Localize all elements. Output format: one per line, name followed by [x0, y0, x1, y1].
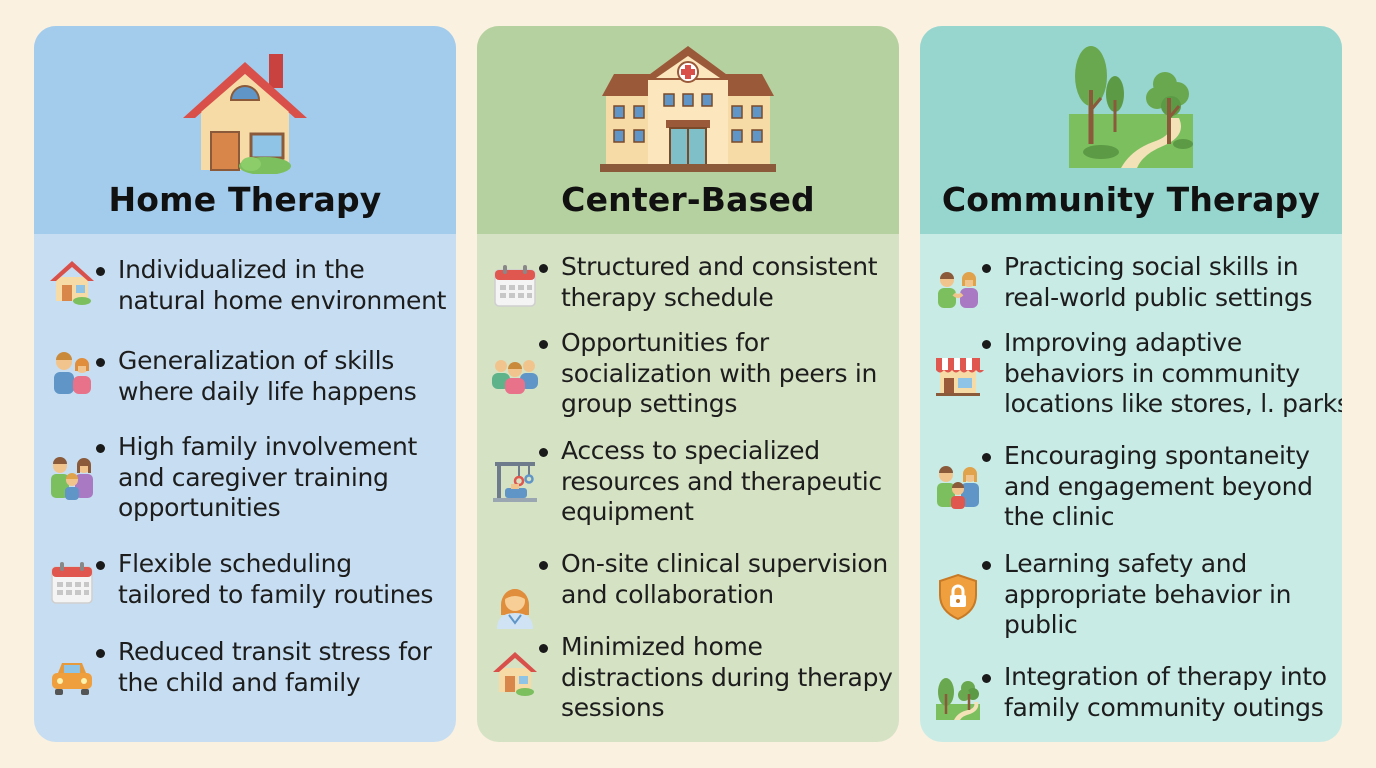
- item-line: behaviors in community: [1004, 358, 1300, 388]
- center-based-panel: Center-Based Structured and consistent t…: [477, 26, 899, 742]
- item-text: Minimized home distractions during thera…: [561, 632, 895, 724]
- item-line: Reduced transit stress for: [118, 637, 432, 666]
- panel-title: Center-Based: [561, 180, 815, 219]
- item-line: where daily life happens: [118, 376, 417, 406]
- calendar-icon: [51, 562, 93, 604]
- item-line: Access to specialized: [561, 436, 820, 465]
- small-house-icon: [493, 652, 537, 696]
- house-icon: [183, 54, 307, 174]
- item-text: Improving adaptive behaviors in communit…: [1004, 328, 1342, 420]
- trees-icon: [936, 678, 980, 720]
- item-line: therapy schedule: [561, 282, 774, 312]
- two-people-icon: [938, 272, 978, 308]
- item-text: Structured and consistent therapy schedu…: [561, 252, 895, 313]
- clinic-building-icon: [600, 46, 776, 172]
- item-line: real-world public settings: [1004, 282, 1313, 312]
- bullet: [982, 453, 991, 462]
- item-line: the clinic: [1004, 502, 1115, 531]
- calendar-icon: [494, 265, 536, 307]
- item-line: resources and therapeutic: [561, 466, 882, 496]
- item-line: appropriate behavior in: [1004, 579, 1292, 609]
- item-text: Opportunities for socialization with pee…: [561, 328, 895, 420]
- bullet: [96, 561, 105, 570]
- item-line: Learning safety and: [1004, 549, 1247, 578]
- bullet: [539, 448, 548, 457]
- item-line: the child and family: [118, 667, 361, 697]
- bullet: [539, 340, 548, 349]
- item-text: Practicing social skills in real-world p…: [1004, 252, 1338, 313]
- clinician-icon: [497, 589, 533, 629]
- item-text: Encouraging spontaneity and engagement b…: [1004, 441, 1338, 533]
- item-line: and collaboration: [561, 579, 774, 609]
- bullet: [539, 644, 548, 653]
- item-text: Access to specialized resources and ther…: [561, 436, 895, 528]
- item-line: High family involvement: [118, 432, 417, 461]
- bullet: [96, 267, 105, 276]
- item-text: On-site clinical supervision and collabo…: [561, 549, 895, 610]
- park-path-icon: [1069, 46, 1193, 168]
- item-text: Generalization of skills where daily lif…: [118, 346, 452, 407]
- item-line: distractions during therapy: [561, 662, 893, 692]
- item-line: family community outings: [1004, 692, 1324, 722]
- bullet: [982, 340, 991, 349]
- therapy-equipment-icon: [493, 462, 537, 502]
- item-line: Improving adaptive: [1004, 328, 1242, 357]
- item-line: sessions: [561, 693, 665, 722]
- item-line: and caregiver training: [118, 462, 389, 492]
- item-text: Learning safety and appropriate behavior…: [1004, 549, 1338, 641]
- bullet: [96, 444, 105, 453]
- item-line: opportunities: [118, 493, 281, 522]
- community-therapy-header: Community Therapy: [920, 26, 1342, 234]
- center-based-header: Center-Based: [477, 26, 899, 234]
- car-icon: [52, 663, 92, 695]
- parents-icon: [54, 352, 91, 394]
- bullet: [96, 649, 105, 658]
- item-line: public: [1004, 610, 1078, 639]
- panel-title: Community Therapy: [941, 180, 1321, 219]
- item-line: equipment: [561, 497, 694, 526]
- item-line: Individualized in the: [118, 255, 365, 284]
- item-line: On-site clinical supervision: [561, 549, 888, 578]
- item-line: Structured and consistent: [561, 252, 878, 281]
- bullet: [982, 674, 991, 683]
- store-icon: [936, 358, 984, 396]
- item-text: Reduced transit stress for the child and…: [118, 637, 452, 698]
- item-line: Opportunities for: [561, 328, 769, 357]
- item-line: natural home environment: [118, 285, 447, 315]
- family-icon: [937, 466, 979, 509]
- item-text: High family involvement and caregiver tr…: [118, 432, 452, 524]
- safety-shield-icon: [939, 573, 977, 621]
- bullet: [982, 264, 991, 273]
- item-line: tailored to family routines: [118, 579, 434, 609]
- panel-title: Home Therapy: [108, 180, 382, 219]
- item-line: Flexible scheduling: [118, 549, 352, 578]
- item-line: Practicing social skills in: [1004, 252, 1299, 281]
- item-line: Encouraging spontaneity: [1004, 441, 1310, 470]
- bullet: [539, 264, 548, 273]
- item-text: Flexible scheduling tailored to family r…: [118, 549, 452, 610]
- item-line: Generalization of skills: [118, 346, 394, 375]
- home-therapy-header: Home Therapy: [34, 26, 456, 234]
- item-line: Integration of therapy into: [1004, 662, 1327, 691]
- family-icon: [51, 457, 93, 500]
- bullet: [982, 561, 991, 570]
- item-line: Minimized home: [561, 632, 763, 661]
- item-text: Individualized in the natural home envir…: [118, 255, 452, 316]
- bullet: [96, 358, 105, 367]
- group-icon: [492, 360, 538, 394]
- item-line: locations like stores, l. parks: [1004, 389, 1342, 418]
- item-line: group settings: [561, 389, 738, 418]
- item-line: socialization with peers in: [561, 358, 878, 388]
- bullet: [539, 561, 548, 570]
- small-house-icon: [50, 261, 94, 305]
- item-line: and engagement beyond: [1004, 471, 1313, 501]
- item-text: Integration of therapy into family commu…: [1004, 662, 1338, 723]
- community-therapy-panel: Community Therapy Practicing social skil…: [920, 26, 1342, 742]
- home-therapy-panel: Home Therapy Individualized in the natur…: [34, 26, 456, 742]
